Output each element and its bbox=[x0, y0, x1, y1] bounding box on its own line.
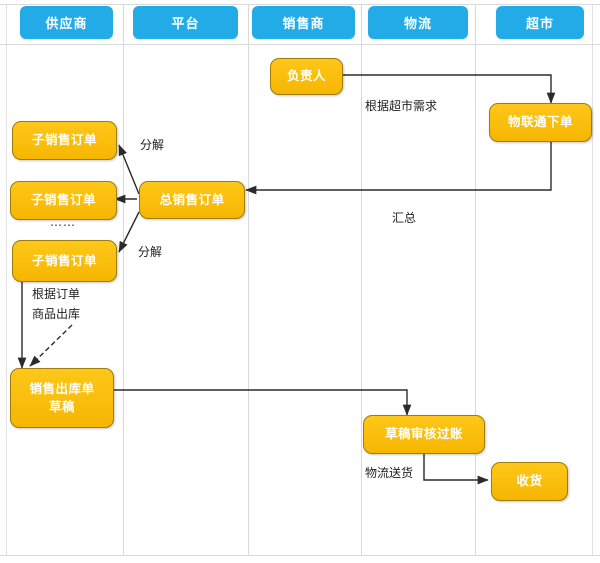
node-label: 子销售订单 bbox=[31, 132, 97, 148]
edge-ship-draft-to-audit bbox=[112, 389, 412, 416]
node-label: 子销售订单 bbox=[31, 252, 97, 268]
edge-goods-outbound-dashed bbox=[29, 324, 73, 367]
diagram-border-right bbox=[592, 4, 593, 556]
sub-order-ellipsis: …… bbox=[50, 215, 76, 229]
lane-header-label: 超市 bbox=[525, 17, 554, 32]
lane-separator-2 bbox=[248, 4, 249, 556]
edge-iot-order-to-main-order bbox=[245, 140, 552, 195]
edge-main-to-sub-1 bbox=[118, 144, 140, 195]
node-label: 物联通下单 bbox=[507, 114, 573, 130]
diagram-border-left bbox=[6, 4, 7, 556]
edge-label-by-order-line2: 商品出库 bbox=[32, 307, 81, 321]
node-main-order[interactable]: 总销售订单 bbox=[139, 181, 245, 219]
edge-label-split-bottom: 分解 bbox=[138, 245, 163, 259]
lane-header-label: 平台 bbox=[171, 17, 200, 32]
node-receive[interactable]: 收货 bbox=[491, 462, 568, 501]
node-sub-order-1[interactable]: 子销售订单 bbox=[12, 121, 117, 160]
node-label: 子销售订单 bbox=[30, 192, 96, 208]
node-label: 草稿审核过账 bbox=[384, 426, 463, 442]
lane-header-supplier[interactable]: 供应商 bbox=[20, 6, 113, 39]
lane-header-platform[interactable]: 平台 bbox=[133, 6, 238, 39]
node-label-line2: 草稿 bbox=[48, 399, 75, 414]
node-ship-draft[interactable]: 销售出库单 草稿 bbox=[10, 368, 114, 428]
edge-owner-to-iot-order bbox=[341, 74, 556, 104]
grid-line-bottom bbox=[0, 555, 600, 556]
lane-header-distributor[interactable]: 销售商 bbox=[252, 6, 355, 39]
edge-label-by-order-line1: 根据订单 bbox=[32, 287, 81, 301]
node-audit-post[interactable]: 草稿审核过账 bbox=[363, 415, 485, 454]
node-sub-order-3[interactable]: 子销售订单 bbox=[12, 240, 117, 282]
grid-line-top bbox=[0, 4, 600, 5]
node-label: 负责人 bbox=[286, 68, 326, 84]
node-label: 总销售订单 bbox=[159, 191, 225, 207]
node-label: 收货 bbox=[516, 473, 543, 489]
lane-header-label: 物流 bbox=[403, 17, 432, 32]
grid-line-header bbox=[0, 44, 600, 45]
node-sub-order-2[interactable]: 子销售订单 bbox=[10, 181, 117, 220]
edge-label-by-demand: 根据超市需求 bbox=[365, 99, 438, 113]
lane-header-label: 供应商 bbox=[45, 17, 88, 32]
node-label: 销售出库单 bbox=[29, 380, 95, 396]
lane-separator-1 bbox=[123, 4, 124, 556]
edge-audit-to-receive bbox=[423, 452, 489, 485]
edge-label-summarize: 汇总 bbox=[392, 211, 417, 225]
lane-header-logistics[interactable]: 物流 bbox=[368, 6, 468, 39]
lane-separator-4 bbox=[475, 4, 476, 556]
node-owner[interactable]: 负责人 bbox=[270, 58, 343, 95]
lane-header-supermarket[interactable]: 超市 bbox=[496, 6, 584, 39]
lane-separator-3 bbox=[361, 4, 362, 556]
edge-label-delivery: 物流送货 bbox=[365, 466, 414, 480]
node-iot-order[interactable]: 物联通下单 bbox=[489, 103, 592, 142]
edge-label-split-top: 分解 bbox=[140, 138, 165, 152]
lane-header-label: 销售商 bbox=[282, 17, 325, 32]
edge-main-to-sub-3 bbox=[118, 211, 140, 253]
